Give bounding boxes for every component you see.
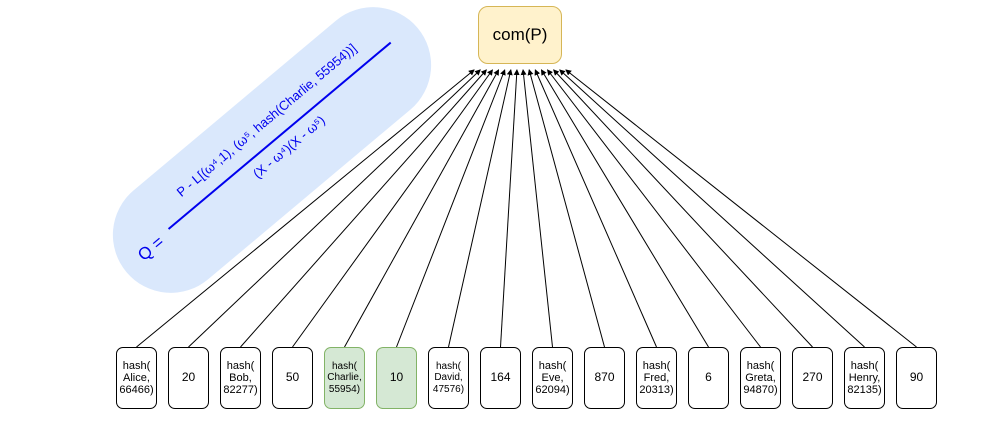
- leaf-label: 6: [705, 370, 712, 385]
- leaf-label: hash( David, 47576): [432, 361, 465, 395]
- leaf-node: hash( David, 47576): [428, 347, 469, 409]
- leaf-label: 20: [181, 370, 196, 385]
- leaf-node: hash( Greta, 94870): [740, 347, 781, 409]
- leaf-label: 10: [389, 370, 404, 385]
- leaf-node: hash( Henry, 82135): [844, 347, 885, 409]
- leaf-node: hash( Eve, 62094): [532, 347, 573, 409]
- leaf-node: 270: [792, 347, 833, 409]
- edge-to-root: [396, 69, 506, 348]
- edge-to-root: [292, 69, 493, 348]
- leaf-label: 870: [594, 370, 615, 385]
- edge-to-root: [559, 69, 865, 348]
- leaf-node: 90: [896, 347, 937, 409]
- edge-to-root: [527, 69, 605, 348]
- root-label: com(P): [492, 25, 548, 44]
- leaf-node: hash( Alice, 66466): [116, 347, 157, 409]
- leaf-label: hash( Charlie, 55954): [327, 361, 362, 395]
- edge-to-root: [565, 69, 917, 348]
- leaf-node: 50: [272, 347, 313, 409]
- edge-to-root: [136, 69, 475, 348]
- edge-to-root: [500, 69, 520, 348]
- edge-to-root: [520, 69, 553, 348]
- leaf-label: hash( Alice, 66466): [119, 359, 154, 397]
- leaf-node: 164: [480, 347, 521, 409]
- commitment-root-node: com(P): [478, 6, 562, 64]
- leaf-node: hash( Charlie, 55954): [324, 347, 365, 409]
- edge-to-root: [240, 69, 487, 348]
- leaf-node: 6: [688, 347, 729, 409]
- leaf-label: 270: [802, 370, 823, 385]
- edge-to-root: [540, 69, 709, 348]
- leaf-label: hash( Fred, 20313): [639, 359, 674, 397]
- edge-to-root: [344, 69, 500, 348]
- leaf-label: hash( Eve, 62094): [535, 359, 570, 397]
- leaf-node: 10: [376, 347, 417, 409]
- leaf-label: 50: [285, 370, 300, 385]
- leaf-node: 870: [584, 347, 625, 409]
- leaf-label: hash( Henry, 82135): [847, 359, 882, 397]
- leaf-label: hash( Greta, 94870): [743, 359, 778, 397]
- edge-to-root: [534, 69, 657, 348]
- edge-to-root: [448, 69, 513, 348]
- leaf-label: hash( Bob, 82277): [223, 359, 258, 397]
- leaf-label: 164: [490, 370, 511, 385]
- leaf-label: 90: [909, 370, 924, 385]
- edge-to-root: [553, 69, 813, 348]
- edge-to-root: [188, 69, 481, 348]
- leaf-node: 20: [168, 347, 209, 409]
- edge-to-root: [546, 69, 761, 348]
- leaf-node: hash( Fred, 20313): [636, 347, 677, 409]
- leaf-node: hash( Bob, 82277): [220, 347, 261, 409]
